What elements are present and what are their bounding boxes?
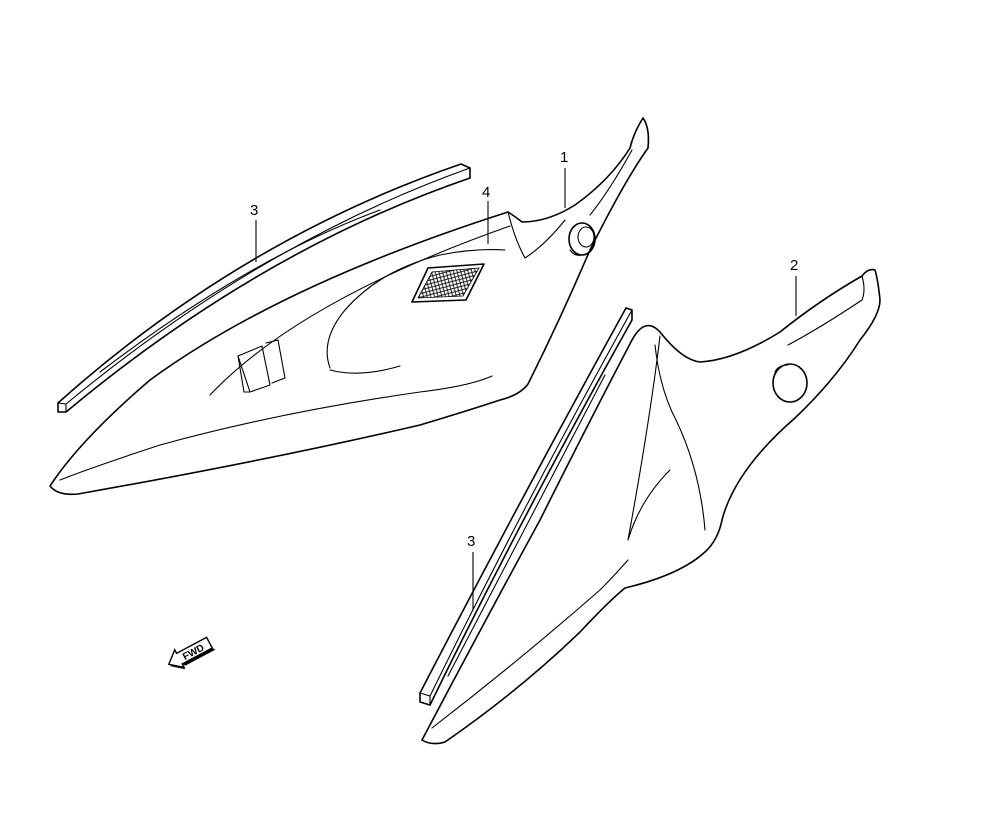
callout-3-upper: 3: [250, 202, 258, 219]
leader-lines: [255, 168, 797, 610]
frame-cover-left: [49, 117, 650, 496]
callout-1: 1: [560, 149, 568, 166]
callout-4: 4: [482, 184, 490, 201]
reflector: [411, 263, 485, 303]
trim-strip-upper: [57, 163, 471, 413]
callout-2: 2: [790, 257, 798, 274]
callout-3-lower: 3: [467, 533, 475, 550]
frame-cover-right: [421, 268, 881, 745]
trim-strip-lower: [419, 307, 633, 706]
forward-arrow-icon: FWD: [167, 636, 216, 670]
